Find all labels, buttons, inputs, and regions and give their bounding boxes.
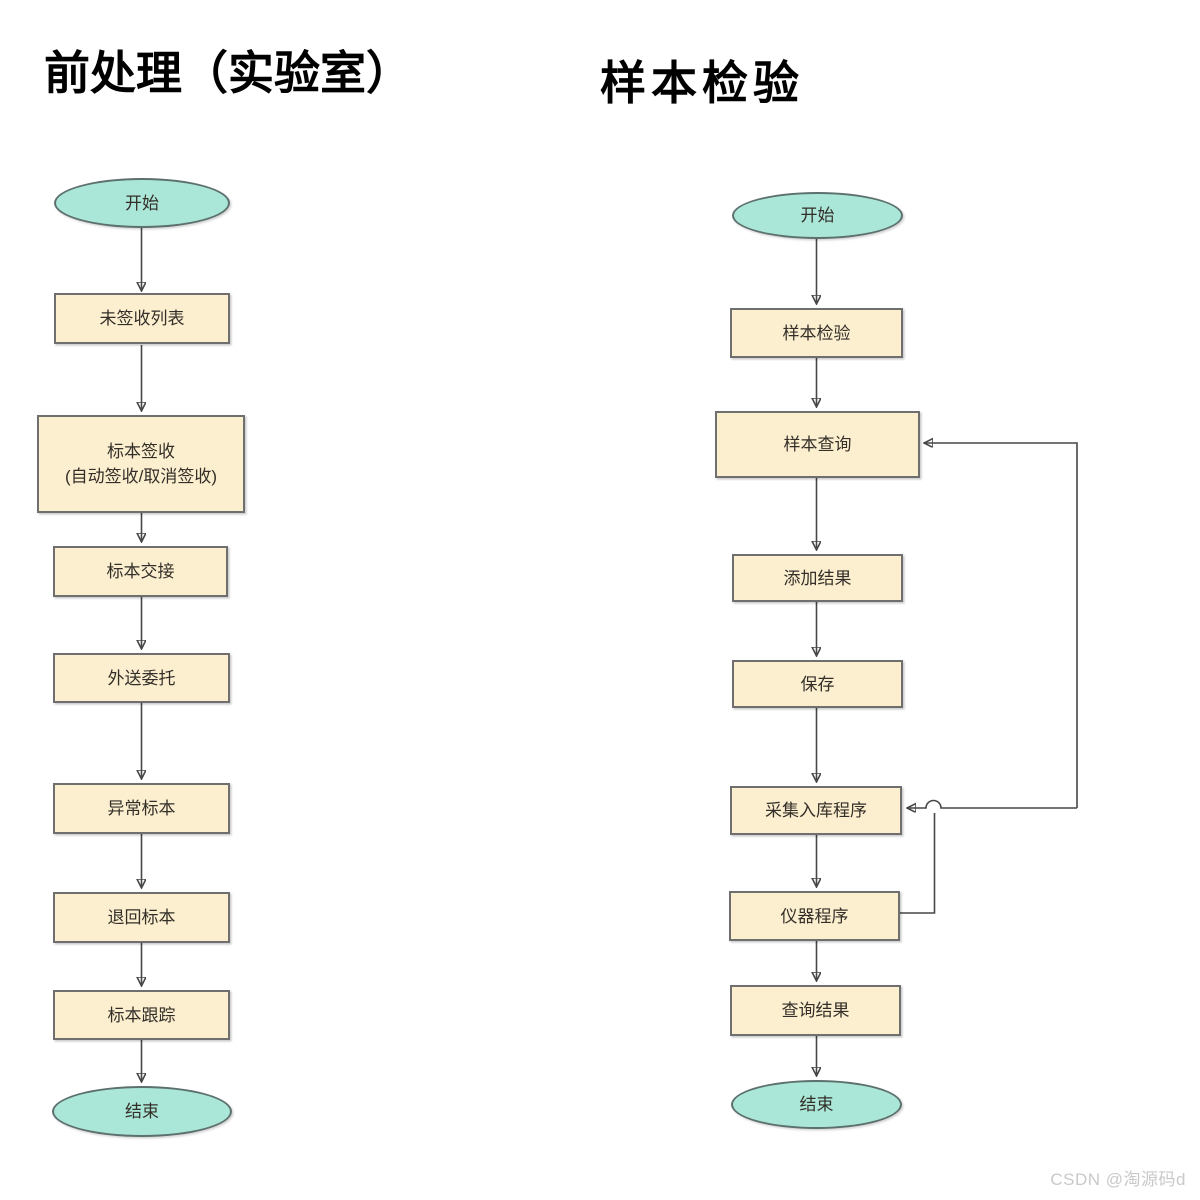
node-c1-specimen-sign-in: 标本签收 (自动签收/取消签收) xyxy=(37,415,245,513)
node-label: 外送委托 xyxy=(107,668,176,688)
node-label: 开始 xyxy=(800,206,835,225)
node-c2-sample-query: 样本查询 xyxy=(715,411,920,478)
node-label: 添加结果 xyxy=(783,568,852,588)
node-c1-specimen-handover: 标本交接 xyxy=(53,546,228,597)
node-c2-save: 保存 xyxy=(732,660,903,708)
loop-arrow-to-collection-program xyxy=(907,799,1077,809)
node-label: 标本跟踪 xyxy=(107,1005,176,1025)
node-label: 结束 xyxy=(125,1102,159,1121)
node-c2-end: 结束 xyxy=(731,1080,902,1129)
node-c2-query-result: 查询结果 xyxy=(730,985,901,1036)
node-c1-specimen-tracking: 标本跟踪 xyxy=(53,990,230,1040)
node-c1-start: 开始 xyxy=(54,178,230,228)
node-c1-unsigned-list: 未签收列表 xyxy=(54,293,230,344)
node-c2-sample-test: 样本检验 xyxy=(730,308,903,358)
node-label-line2: (自动签收/取消签收) xyxy=(64,467,218,486)
node-c1-returned-specimen: 退回标本 xyxy=(53,892,230,943)
node-label: 样本检验 xyxy=(782,323,851,343)
node-label: 保存 xyxy=(800,674,835,694)
chart1-title: 前处理（实验室） xyxy=(44,48,412,99)
node-label: 标本交接 xyxy=(106,562,175,581)
loop-line-from-instrument-program xyxy=(900,813,936,914)
node-label: 样本查询 xyxy=(783,435,852,454)
node-c1-end: 结束 xyxy=(52,1086,232,1137)
node-label: 退回标本 xyxy=(107,908,176,927)
node-c2-collection-storage-program: 采集入库程序 xyxy=(730,786,902,835)
node-label: 标本签收 xyxy=(107,442,175,461)
node-c2-instrument-program: 仪器程序 xyxy=(729,891,900,941)
node-label: 采集入库程序 xyxy=(765,801,867,820)
node-label: 结束 xyxy=(799,1095,834,1114)
node-label: 开始 xyxy=(125,193,159,213)
node-c1-outsourcing-commission: 外送委托 xyxy=(53,653,230,703)
node-c1-abnormal-specimen: 异常标本 xyxy=(53,783,230,834)
node-label: 异常标本 xyxy=(107,799,176,818)
node-label: 未签收列表 xyxy=(99,309,185,328)
node-c2-start: 开始 xyxy=(732,192,903,239)
chart2-title: 样本检验 xyxy=(600,58,804,109)
csdn-watermark: CSDN @淘源码d xyxy=(1050,1170,1186,1189)
node-label: 仪器程序 xyxy=(780,906,849,926)
loop-arrow-to-sample-query xyxy=(924,443,1078,808)
node-c2-add-result: 添加结果 xyxy=(732,554,903,602)
node-label: 查询结果 xyxy=(781,1001,850,1020)
